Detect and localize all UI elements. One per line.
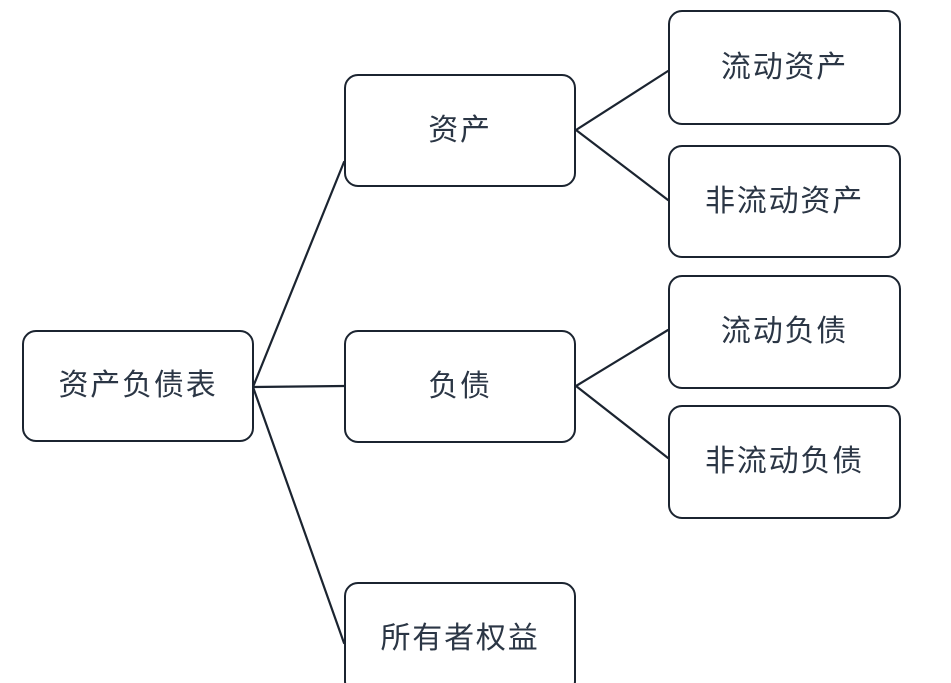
node-owners-equity-label: 所有者权益 bbox=[380, 621, 540, 655]
edge-root-to-equity bbox=[251, 385, 346, 645]
node-current-liabilities[interactable]: 流动负债 bbox=[668, 275, 901, 389]
node-current-liabilities-label: 流动负债 bbox=[720, 315, 849, 348]
edge-assets-to-noncurrent-assets bbox=[574, 128, 670, 202]
node-liabilities-label: 负债 bbox=[428, 369, 492, 403]
node-owners-equity[interactable]: 所有者权益 bbox=[344, 582, 576, 683]
node-liabilities[interactable]: 负债 bbox=[344, 330, 576, 443]
edge-root-to-assets bbox=[251, 160, 346, 389]
edge-liabilities-to-noncurrent-liabilities bbox=[574, 384, 670, 460]
edge-assets-to-current-assets bbox=[574, 69, 670, 132]
node-assets[interactable]: 资产 bbox=[344, 74, 576, 187]
node-current-assets-label: 流动资产 bbox=[720, 50, 849, 84]
node-balance-sheet-label: 资产负债表 bbox=[58, 369, 218, 402]
node-noncurrent-assets-label: 非流动资产 bbox=[705, 184, 864, 218]
node-noncurrent-liabilities-label: 非流动负债 bbox=[705, 445, 864, 478]
node-balance-sheet[interactable]: 资产负债表 bbox=[22, 330, 254, 442]
edge-liabilities-to-current-liabilities bbox=[574, 328, 670, 388]
node-current-assets[interactable]: 流动资产 bbox=[668, 10, 901, 125]
node-assets-label: 资产 bbox=[428, 113, 492, 147]
edge-root-to-liabilities bbox=[251, 384, 346, 389]
node-noncurrent-assets[interactable]: 非流动资产 bbox=[668, 145, 901, 258]
node-noncurrent-liabilities[interactable]: 非流动负债 bbox=[668, 405, 901, 519]
